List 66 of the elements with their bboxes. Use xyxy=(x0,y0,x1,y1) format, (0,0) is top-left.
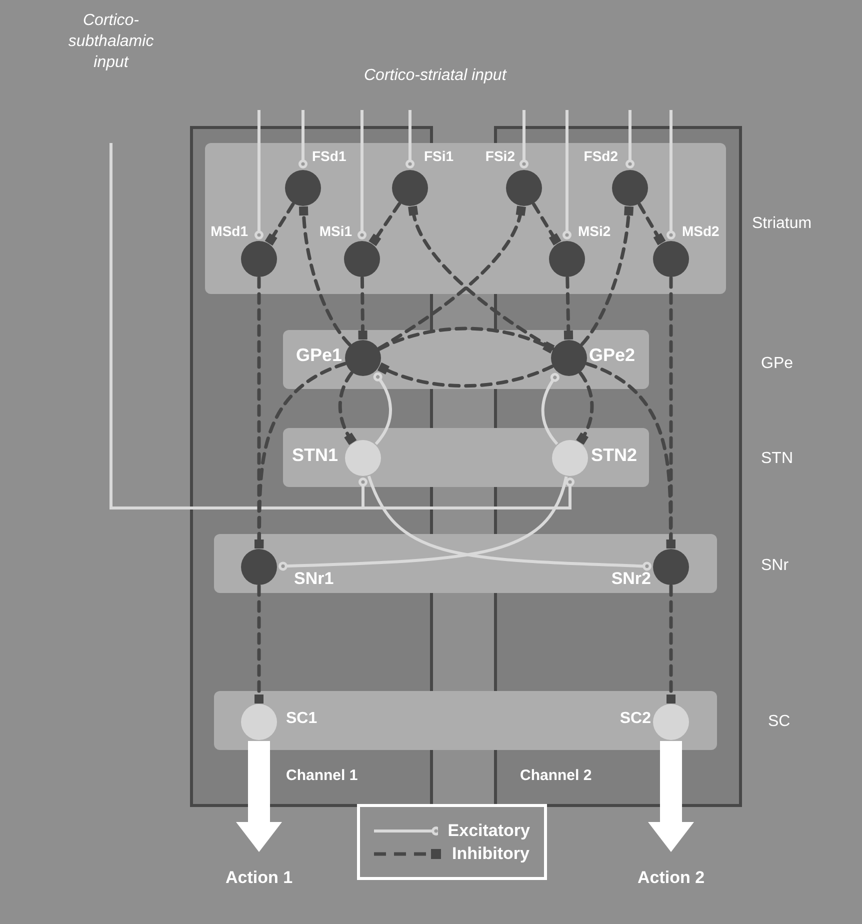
neuron-label: SC1 xyxy=(286,711,318,727)
dashed-connector xyxy=(338,371,357,445)
dashed-connector xyxy=(368,202,402,246)
connector xyxy=(520,110,528,168)
region-band xyxy=(214,534,717,593)
dashed-connector xyxy=(298,206,352,346)
neuron-label: MSd1 xyxy=(210,224,248,238)
dashed-connector xyxy=(585,362,676,549)
block-arrow xyxy=(236,741,282,852)
dashed-connector xyxy=(378,362,554,388)
dashed-connector xyxy=(532,202,562,246)
neuron-label: GPe2 xyxy=(589,346,636,364)
region-label: STN xyxy=(761,449,793,469)
neuron-label: MSi2 xyxy=(578,224,611,238)
neuron-label: MSd2 xyxy=(682,224,720,238)
region-band xyxy=(283,428,649,487)
neuron-label: FSd1 xyxy=(312,149,346,163)
region-band xyxy=(283,330,649,389)
dashed-connector xyxy=(254,584,264,704)
region-label: Striatum xyxy=(752,214,812,234)
input-label: Cortico-subthalamic input xyxy=(67,11,155,73)
dashed-connector xyxy=(666,584,676,704)
neuron-label: GPe1 xyxy=(296,346,342,364)
connector xyxy=(666,110,676,240)
dashed-connector xyxy=(264,202,295,246)
region-label: Channel 1 xyxy=(286,766,358,786)
neuron-label: FSi1 xyxy=(424,149,454,163)
action-label: Action 1 xyxy=(225,866,293,888)
dashed-connector xyxy=(564,276,574,340)
neuron-label: STN1 xyxy=(292,446,338,464)
neuron-label: SNr2 xyxy=(611,570,651,587)
connector xyxy=(626,110,634,168)
region-label: SC xyxy=(768,712,790,732)
neuron-label: FSi2 xyxy=(485,149,515,163)
neuron-label: STN2 xyxy=(591,446,638,464)
region-label: GPe xyxy=(761,354,794,374)
neuron-label: MSi1 xyxy=(319,224,352,238)
block-arrow xyxy=(648,741,694,852)
connector xyxy=(367,476,652,571)
connector xyxy=(541,372,560,445)
dashed-connector xyxy=(580,206,634,346)
region-label: Channel 2 xyxy=(520,766,592,786)
connector xyxy=(278,476,568,571)
dashed-connector xyxy=(638,202,666,246)
region-band xyxy=(205,143,726,294)
connector xyxy=(358,110,366,240)
neuron-label: FSd2 xyxy=(584,149,618,163)
connector xyxy=(254,110,264,240)
dashed-connector xyxy=(576,371,594,445)
action-label: Action 2 xyxy=(637,866,705,888)
dashed-connector xyxy=(408,205,554,350)
dashed-connector xyxy=(378,326,555,354)
neuron-label: SNr1 xyxy=(294,570,334,587)
connector xyxy=(562,110,572,240)
legend-label: Excitatory xyxy=(448,820,530,842)
dashed-connector xyxy=(378,205,526,350)
region-label: SNr xyxy=(761,556,789,576)
connector xyxy=(373,372,392,445)
connector xyxy=(406,110,414,168)
region-label: Cortico-striatal input xyxy=(364,66,506,86)
dashed-connector xyxy=(254,362,347,549)
dashed-connector xyxy=(358,276,368,340)
region-band xyxy=(214,691,717,750)
connector xyxy=(298,110,308,168)
legend-label: Inhibitory xyxy=(452,842,530,864)
neuron-label: SC2 xyxy=(620,711,651,727)
